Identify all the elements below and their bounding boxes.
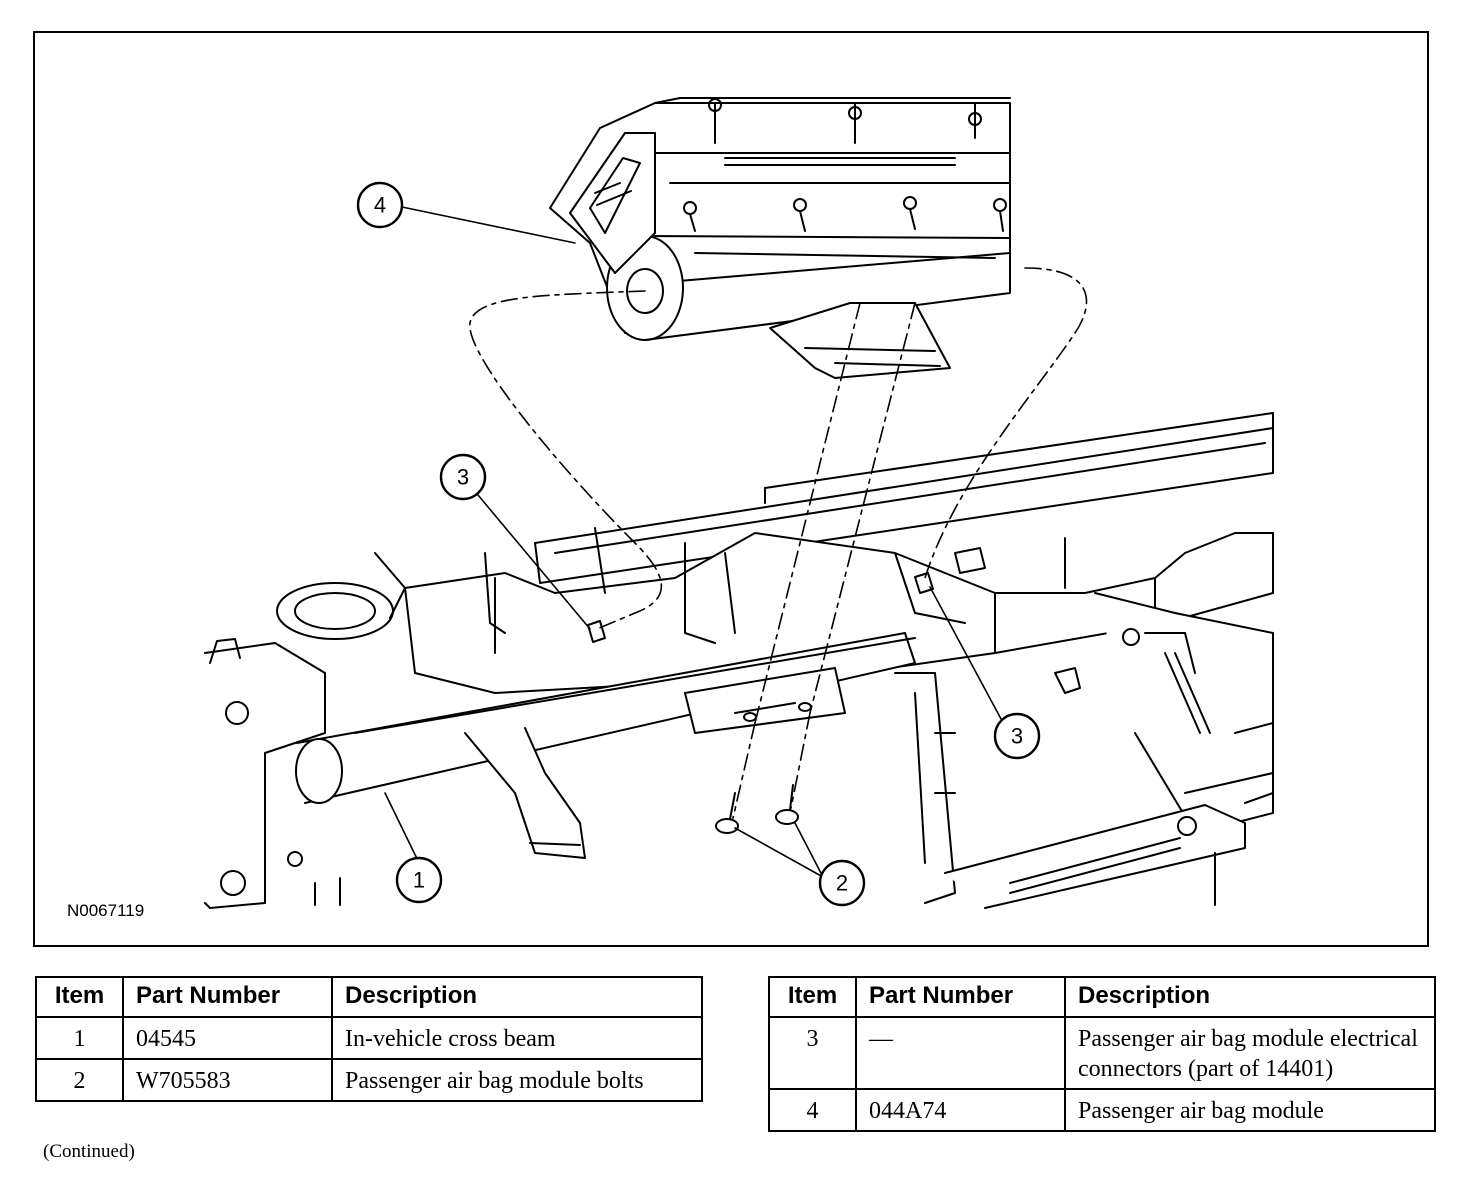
- column-header-description: Description: [331, 976, 703, 1018]
- table-row: 4 044A74 Passenger air bag module: [768, 1088, 1436, 1132]
- electrical-connectors: [587, 572, 934, 643]
- callout-3-left: 3: [439, 453, 487, 501]
- description-cell: In-vehicle cross beam: [331, 1016, 703, 1060]
- assembly-guide-lines: [469, 267, 1088, 819]
- description-cell: Passenger air bag module electrical conn…: [1064, 1016, 1436, 1090]
- parts-table-left: Item Part Number Description 1 04545 In-…: [35, 976, 703, 1102]
- description-cell: Passenger air bag module: [1064, 1088, 1436, 1132]
- callout-2: 2: [818, 859, 866, 907]
- table-header-row: Item Part Number Description: [768, 976, 1436, 1018]
- svg-text:1: 1: [413, 868, 425, 893]
- table-row: 3 — Passenger air bag module electrical …: [768, 1016, 1436, 1090]
- instrument-panel-structure: [204, 412, 1274, 909]
- item-cell: 4: [768, 1088, 857, 1132]
- figure-id-label: N0067119: [67, 901, 145, 920]
- column-header-description: Description: [1064, 976, 1436, 1018]
- description-cell: Passenger air bag module bolts: [331, 1058, 703, 1102]
- table-header-row: Item Part Number Description: [35, 976, 703, 1018]
- table-row: 2 W705583 Passenger air bag module bolts: [35, 1058, 703, 1102]
- item-cell: 2: [35, 1058, 124, 1102]
- svg-text:3: 3: [457, 465, 469, 490]
- svg-text:3: 3: [1011, 724, 1023, 749]
- airbag-diagram-drawing: 4 3 3 1 2: [204, 97, 1274, 909]
- callout-1: 1: [395, 856, 443, 904]
- column-header-part-number: Part Number: [855, 976, 1066, 1018]
- column-header-part-number: Part Number: [122, 976, 333, 1018]
- part-number-cell: W705583: [122, 1058, 333, 1102]
- column-header-item: Item: [35, 976, 124, 1018]
- part-number-cell: 04545: [122, 1016, 333, 1060]
- column-header-item: Item: [768, 976, 857, 1018]
- passenger-airbag-module: [549, 97, 1011, 379]
- item-cell: 1: [35, 1016, 124, 1060]
- exploded-view-figure: 4 3 3 1 2 N0067119: [33, 31, 1429, 947]
- item-cell: 3: [768, 1016, 857, 1090]
- part-number-cell: 044A74: [855, 1088, 1066, 1132]
- svg-text:4: 4: [374, 193, 386, 218]
- table-row: 1 04545 In-vehicle cross beam: [35, 1016, 703, 1060]
- callout-4: 4: [356, 181, 404, 229]
- continued-note: (Continued): [43, 1141, 135, 1162]
- module-bolts: [715, 784, 799, 834]
- part-number-cell: —: [855, 1016, 1066, 1090]
- callout-leaders: [384, 206, 1008, 878]
- svg-text:2: 2: [836, 871, 848, 896]
- parts-table-right: Item Part Number Description 3 — Passeng…: [768, 976, 1436, 1132]
- callout-3-right: 3: [993, 712, 1041, 760]
